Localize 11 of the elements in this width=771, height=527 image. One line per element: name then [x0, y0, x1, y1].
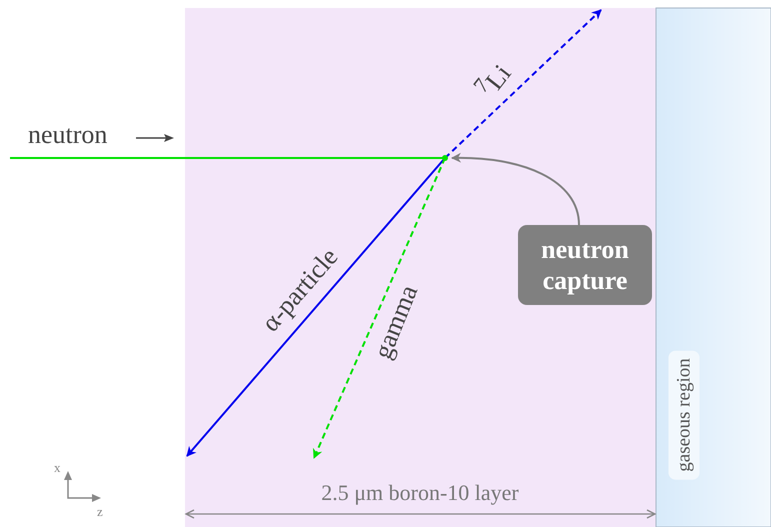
callout-box: neutron capture	[518, 225, 652, 305]
particle-track	[10, 157, 445, 159]
dimension-label: 2.5 μm boron-10 layer	[321, 482, 519, 504]
edge-label: gamma	[370, 282, 422, 362]
arrow	[451, 153, 580, 226]
particle-label: neutron	[28, 122, 108, 148]
axis-label: z	[97, 505, 103, 518]
axis-label: x	[54, 461, 60, 474]
region-label: gaseous region	[668, 350, 700, 480]
arrow	[444, 9, 602, 159]
arrow	[313, 158, 446, 459]
